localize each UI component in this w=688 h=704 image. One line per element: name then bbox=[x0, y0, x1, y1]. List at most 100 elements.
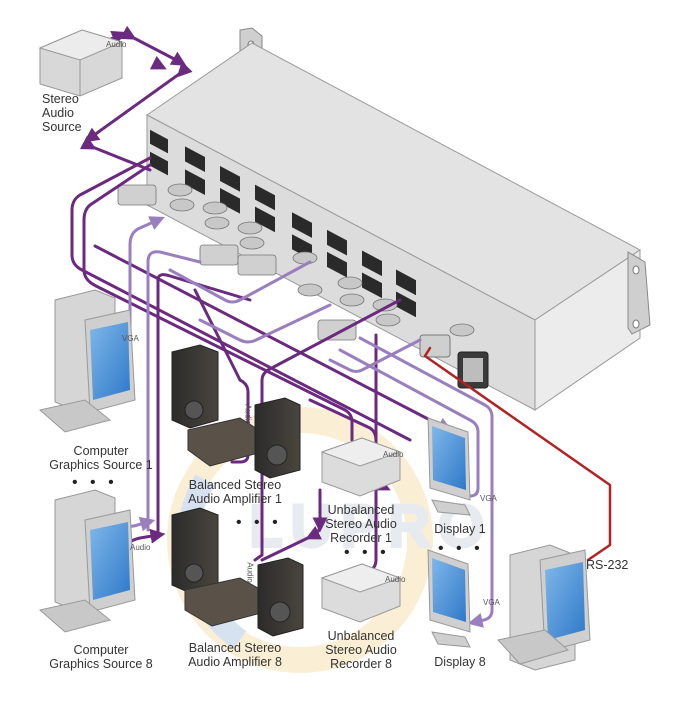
vga-port[interactable] bbox=[292, 251, 318, 265]
cable-label-audio: Audio bbox=[130, 543, 151, 552]
label-unbalanced-recorder-8: Unbalanced Stereo Audio Recorder 8 bbox=[325, 629, 397, 671]
ellipsis-displays: • • • bbox=[438, 540, 484, 557]
monitor-stand bbox=[431, 631, 471, 648]
monitor-screen bbox=[90, 322, 130, 400]
unbalanced-recorder-8-device bbox=[320, 563, 402, 623]
rack-hole bbox=[632, 319, 640, 329]
cable-label-vga: VGA bbox=[122, 334, 139, 343]
woofer bbox=[269, 601, 291, 623]
audio-port[interactable] bbox=[255, 184, 275, 211]
monitor-screen bbox=[432, 558, 466, 622]
unbalanced-recorder-1-device bbox=[320, 437, 402, 497]
cable-vga-in bbox=[128, 216, 165, 342]
rs232-port[interactable] bbox=[449, 323, 475, 337]
balanced-amp-1-device bbox=[171, 344, 301, 479]
cable-label-audio: Audio bbox=[245, 562, 255, 583]
monitor-screen bbox=[432, 426, 466, 490]
cable-label-audio: Audio bbox=[385, 575, 406, 584]
audio-port[interactable] bbox=[362, 272, 382, 299]
device-top bbox=[320, 563, 402, 593]
cable-vga-display-8 bbox=[358, 336, 494, 628]
woofer bbox=[184, 563, 204, 583]
audio-port[interactable] bbox=[185, 169, 205, 196]
audio-port[interactable] bbox=[185, 146, 205, 173]
ellipsis-sources: • • • bbox=[72, 474, 118, 491]
woofer bbox=[184, 400, 204, 420]
cable-label-vga: VGA bbox=[483, 598, 500, 607]
display-8-device bbox=[427, 549, 471, 648]
matrix-switcher bbox=[117, 27, 651, 411]
cable-label-audio: Audio bbox=[243, 404, 253, 425]
stereo-audio-source-device bbox=[38, 29, 124, 97]
ellipsis-amps: • • • bbox=[236, 514, 282, 531]
audio-port[interactable] bbox=[396, 269, 416, 296]
device-top bbox=[38, 29, 124, 61]
control-pc-device bbox=[497, 544, 591, 671]
cable-label-vga: VGA bbox=[480, 494, 497, 503]
cable-audio-amp-8 bbox=[253, 298, 402, 562]
rs232-plug bbox=[419, 334, 451, 358]
label-unbalanced-recorder-1: Unbalanced Stereo Audio Recorder 1 bbox=[325, 503, 397, 545]
label-display-8: Display 8 bbox=[434, 655, 486, 669]
speaker-left bbox=[171, 344, 219, 429]
audio-port[interactable] bbox=[255, 206, 275, 233]
cable-audio-source bbox=[79, 25, 193, 172]
vga-port[interactable] bbox=[337, 276, 363, 290]
vga-port[interactable] bbox=[339, 293, 365, 307]
cable-vga-loop bbox=[168, 260, 312, 304]
vga-port[interactable] bbox=[237, 221, 263, 235]
vga-port[interactable] bbox=[239, 236, 265, 250]
label-stereo-audio-source: Stereo Audio Source bbox=[42, 92, 82, 134]
cable-audio-out bbox=[82, 163, 354, 442]
audio-port[interactable] bbox=[362, 250, 382, 277]
audio-port[interactable] bbox=[327, 229, 347, 256]
vga-plugs bbox=[117, 184, 357, 341]
vga-port[interactable] bbox=[204, 216, 230, 230]
balanced-amp-8-device bbox=[171, 507, 304, 637]
vga-port[interactable] bbox=[169, 198, 195, 212]
label-computer-graphics-source-8: Computer Graphics Source 8 bbox=[49, 643, 153, 671]
audio-port[interactable] bbox=[150, 151, 168, 176]
label-display-1: Display 1 bbox=[434, 522, 486, 536]
cable-rs232 bbox=[423, 346, 612, 562]
cable-audio-amp-8-b bbox=[260, 488, 328, 562]
cable-label-audio: Audio bbox=[383, 450, 404, 459]
cable-vga-display-1 bbox=[338, 348, 480, 498]
vga-plug bbox=[237, 254, 277, 276]
monitor-screen bbox=[90, 522, 130, 600]
vga-port[interactable] bbox=[297, 283, 323, 297]
cable-vga-loop bbox=[328, 338, 422, 373]
audio-port[interactable] bbox=[292, 212, 312, 238]
audio-port[interactable] bbox=[327, 251, 347, 278]
audio-port[interactable] bbox=[220, 187, 240, 214]
label-balanced-amp-8: Balanced Stereo Audio Amplifier 8 bbox=[188, 641, 282, 669]
vga-port[interactable] bbox=[375, 313, 401, 327]
cable-label-audio: Audio bbox=[106, 40, 127, 49]
speaker-right bbox=[254, 397, 301, 479]
speaker-right bbox=[257, 557, 304, 637]
vga-plug bbox=[117, 184, 157, 206]
audio-port[interactable] bbox=[220, 165, 240, 192]
vga-plug bbox=[317, 319, 357, 341]
keyboard bbox=[497, 629, 570, 665]
label-balanced-amp-1: Balanced Stereo Audio Amplifier 1 bbox=[188, 478, 282, 506]
keyboard bbox=[38, 399, 112, 433]
label-computer-graphics-source-1: Computer Graphics Source 1 bbox=[49, 444, 153, 472]
vga-port[interactable] bbox=[167, 183, 193, 197]
vga-port[interactable] bbox=[202, 201, 228, 215]
computer-graphics-source-8-device bbox=[38, 489, 136, 633]
cable-audio-out bbox=[93, 244, 432, 422]
device-top bbox=[320, 437, 402, 467]
woofer bbox=[266, 444, 288, 466]
vga-plug bbox=[199, 244, 239, 266]
cable-audio-amp-1-run bbox=[193, 288, 242, 382]
audio-port[interactable] bbox=[396, 291, 416, 318]
ellipsis-recorders: • • • bbox=[344, 544, 390, 561]
monitor-screen bbox=[545, 562, 585, 640]
arrow bbox=[149, 55, 167, 70]
keyboard bbox=[38, 599, 112, 633]
vga-port[interactable] bbox=[372, 298, 398, 312]
cable-audio-out bbox=[70, 156, 412, 442]
